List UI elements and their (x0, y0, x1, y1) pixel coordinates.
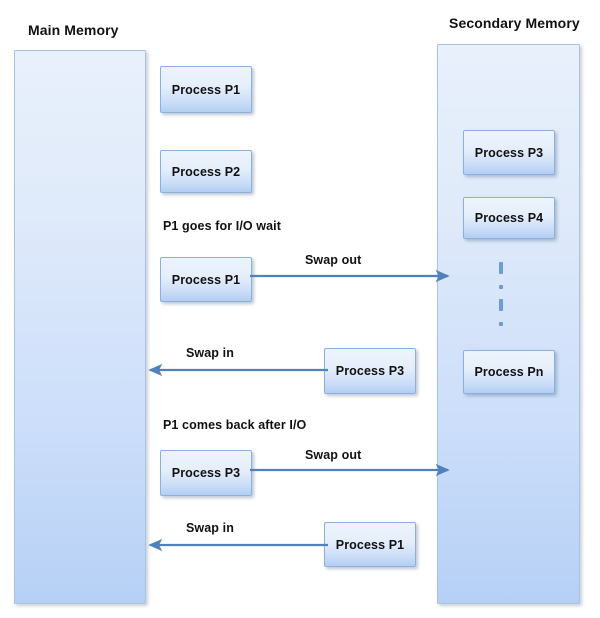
process-box-p4-secondary: Process P4 (463, 197, 555, 239)
secondary-memory-column (437, 44, 580, 604)
arrow-swap-in-2 (148, 538, 328, 552)
arrow-label-swap-out-2: Swap out (305, 448, 362, 462)
process-box-p2-top: Process P2 (160, 150, 252, 193)
process-box-p3-secondary: Process P3 (463, 130, 555, 175)
vertical-ellipsis-icon (497, 262, 505, 326)
main-memory-column (14, 50, 146, 604)
process-box-p3-swapin: Process P3 (324, 348, 416, 394)
arrow-label-swap-out-1: Swap out (305, 253, 362, 267)
process-box-p1-swapin: Process P1 (324, 522, 416, 567)
arrow-swap-in-1 (148, 363, 328, 377)
main-memory-title: Main Memory (28, 22, 119, 38)
arrow-swap-out-1 (250, 269, 450, 283)
annotation-p1-comes-back: P1 comes back after I/O (163, 418, 307, 432)
arrow-swap-out-2 (250, 463, 450, 477)
process-box-p1-top: Process P1 (160, 66, 252, 113)
process-box-p1-swapout: Process P1 (160, 257, 252, 302)
process-box-p3-swapout: Process P3 (160, 450, 252, 496)
arrow-label-swap-in-2: Swap in (186, 521, 234, 535)
process-box-pn-secondary: Process Pn (463, 350, 555, 394)
annotation-p1-io-wait: P1 goes for I/O wait (163, 219, 281, 233)
secondary-memory-title: Secondary Memory (449, 15, 580, 31)
arrow-label-swap-in-1: Swap in (186, 346, 234, 360)
